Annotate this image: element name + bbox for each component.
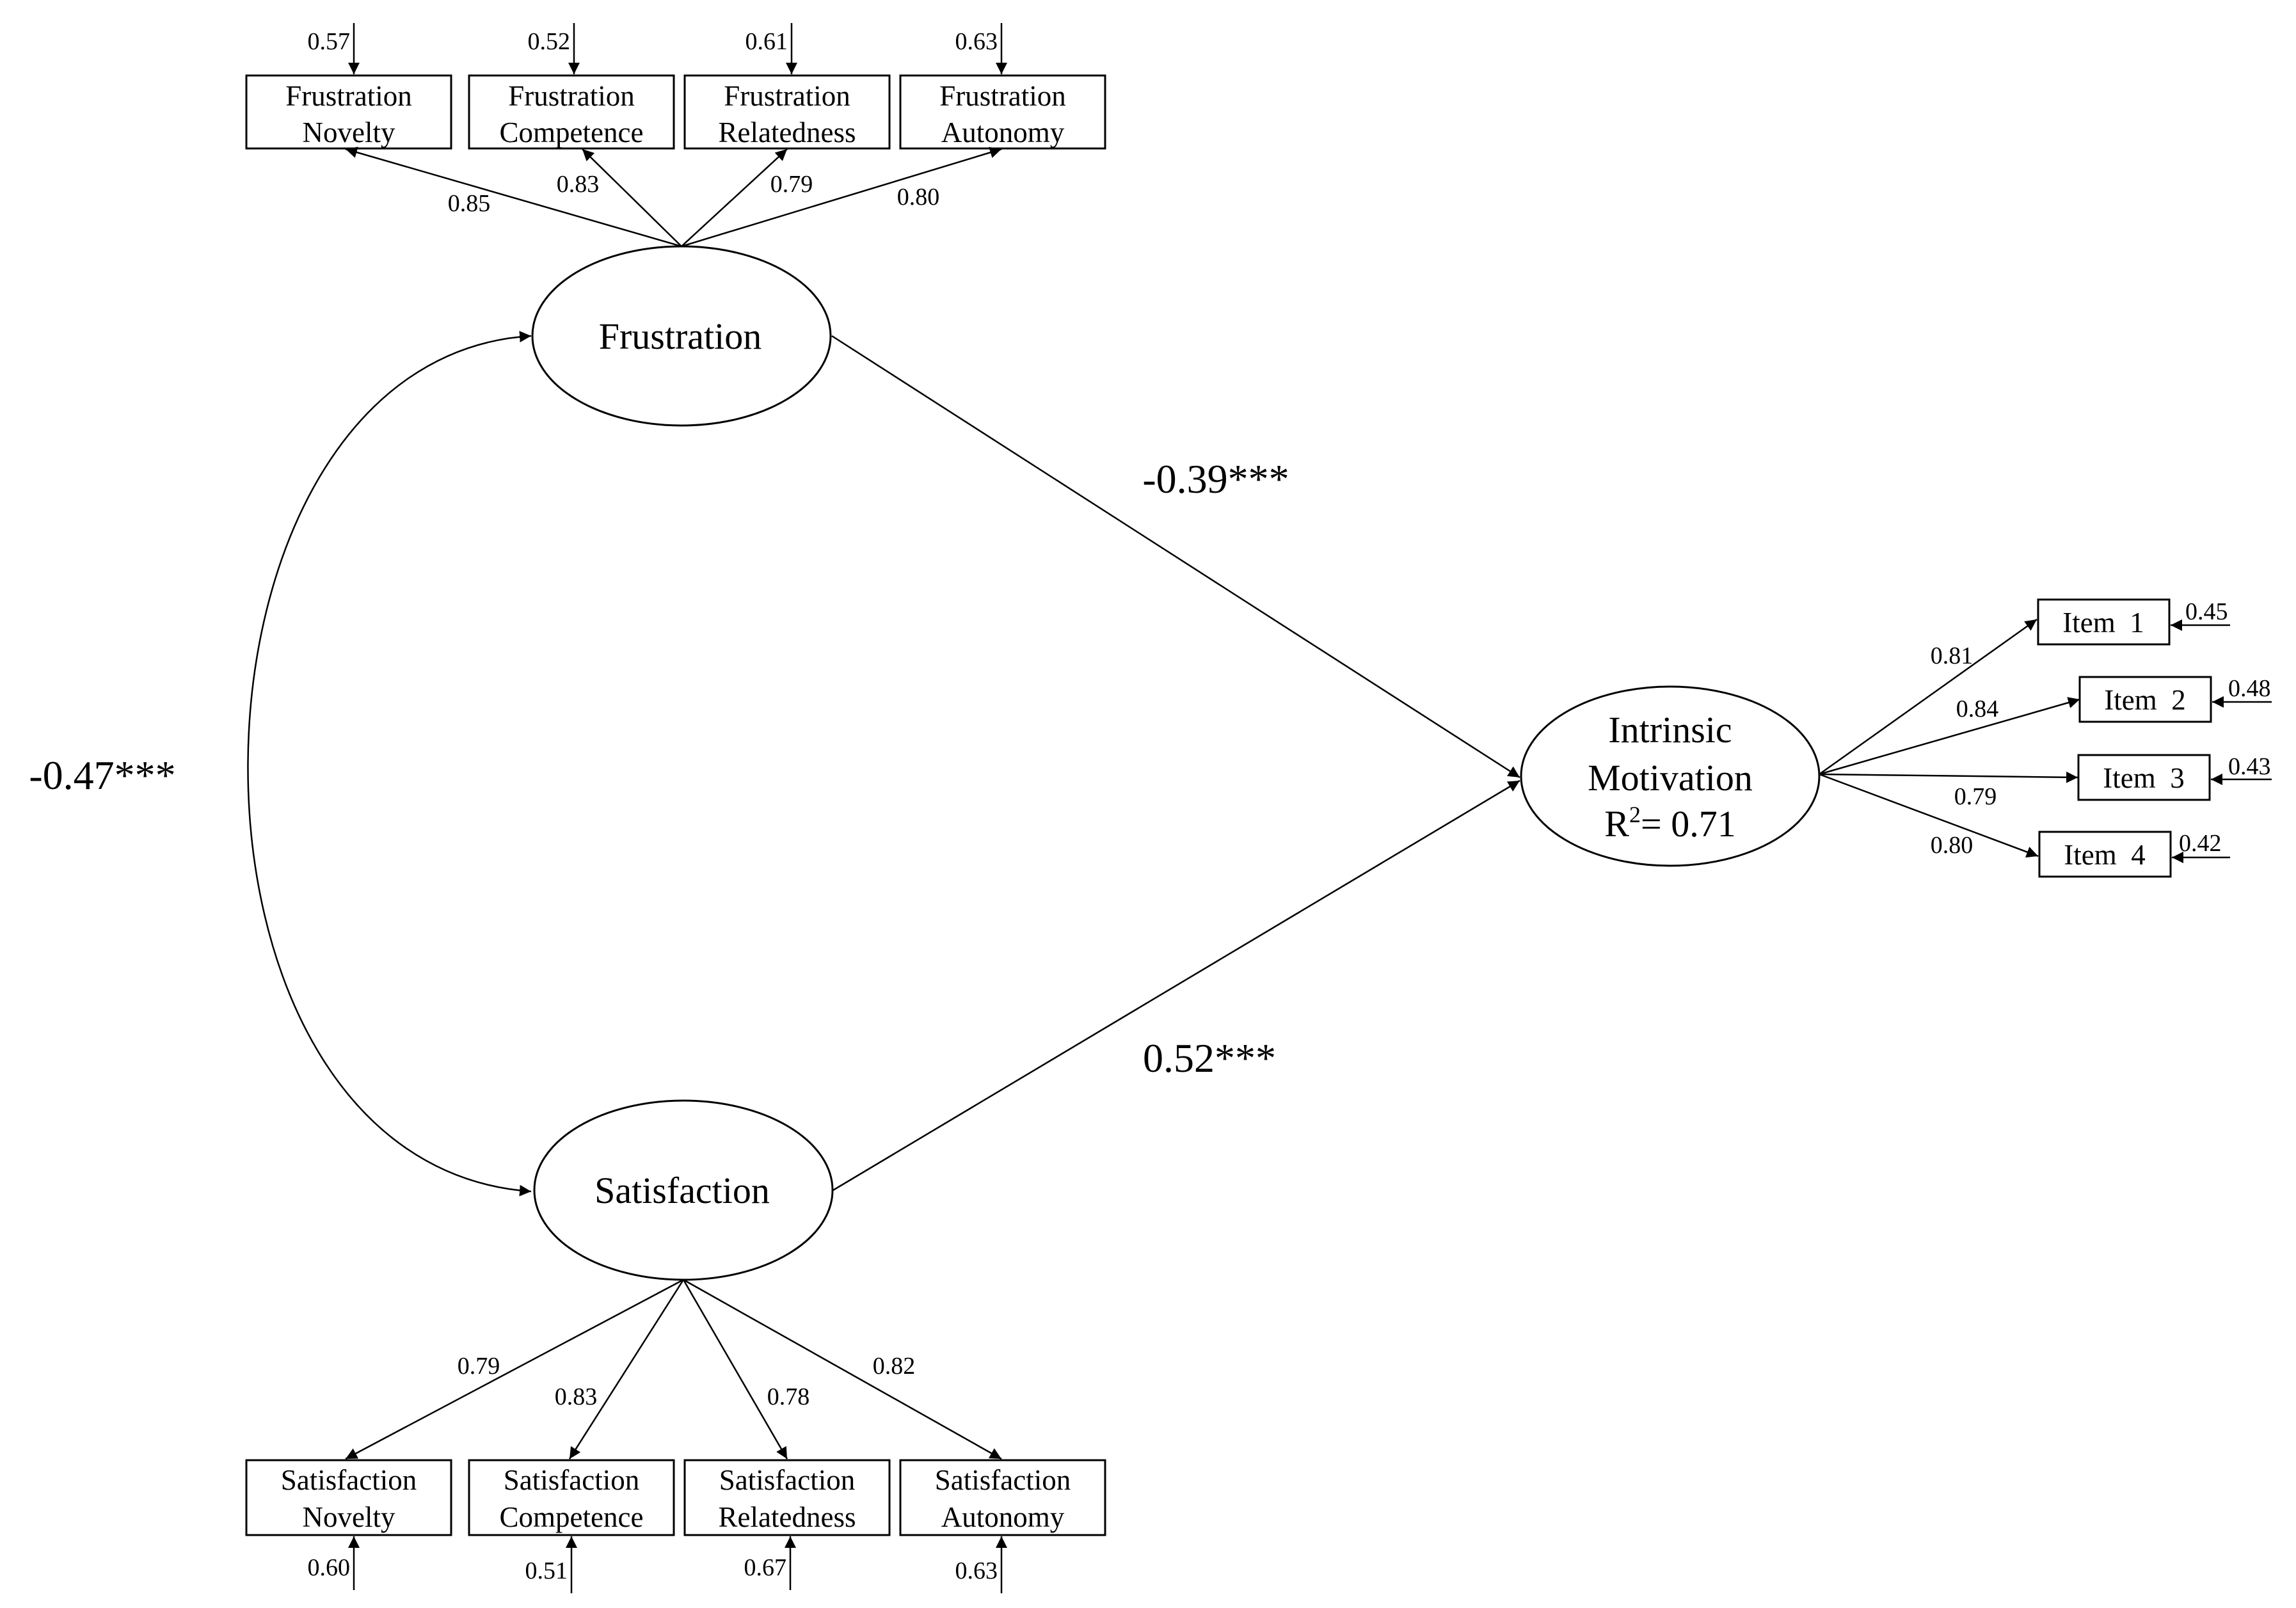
loading-label: 0.80 [1931, 832, 1973, 859]
latent-label-line2: Motivation [1588, 757, 1753, 799]
error-variance: 0.60 [308, 1554, 351, 1581]
satisfaction-indicator-autonomy: Satisfaction Autonomy 0.63 [899, 1459, 1106, 1593]
satisfaction-indicator-competence: Satisfaction Competence 0.51 [468, 1459, 675, 1593]
error-variance: 0.63 [955, 28, 998, 55]
box-label-line2: Autonomy [941, 1501, 1065, 1533]
loading-label: 0.78 [767, 1383, 810, 1410]
error-variance: 0.42 [2179, 830, 2222, 857]
motivation-loadings: 0.81 0.84 0.79 0.80 [1819, 618, 2080, 859]
path-coefficient-frustration: -0.39*** [1142, 456, 1289, 502]
loading-label: 0.79 [770, 171, 813, 198]
box-label-line2: Relatedness [719, 116, 856, 148]
box-label-line1: Satisfaction [504, 1464, 639, 1496]
error-variance: 0.61 [745, 28, 788, 55]
loading-label: 0.81 [1931, 642, 1973, 669]
latent-label: Frustration [599, 315, 762, 357]
satisfaction-indicator-novelty: Satisfaction Novelty 0.60 [245, 1459, 452, 1590]
item-label: Item 4 [2064, 839, 2145, 871]
box-label-line2: Novelty [303, 1501, 395, 1533]
error-variance: 0.43 [2228, 753, 2271, 780]
error-variance: 0.57 [308, 28, 351, 55]
motivation-item-1: Item 1 0.45 [2037, 598, 2230, 646]
box-label-line2: Competence [500, 116, 644, 148]
r-squared: R2= 0.71 [1604, 802, 1735, 845]
error-variance: 0.63 [955, 1557, 998, 1584]
loading-label: 0.79 [1954, 783, 1997, 810]
box-label-line2: Novelty [303, 116, 395, 148]
latent-label: Satisfaction [594, 1170, 770, 1211]
box-label-line1: Frustration [508, 80, 635, 112]
loading-label: 0.79 [458, 1353, 500, 1380]
path-coefficient-satisfaction: 0.52*** [1143, 1035, 1276, 1081]
error-variance: 0.45 [2185, 598, 2228, 625]
error-variance: 0.48 [2228, 675, 2271, 702]
item-label: Item 1 [2062, 607, 2144, 639]
item-label: Item 2 [2104, 684, 2185, 716]
frustration-loadings: 0.85 0.83 0.79 0.80 [345, 147, 1002, 248]
item-label: Item 3 [2103, 762, 2184, 794]
box-label-line1: Satisfaction [281, 1464, 417, 1496]
motivation-item-3: Item 3 0.43 [2077, 753, 2272, 801]
error-variance: 0.51 [525, 1557, 568, 1584]
satisfaction-latent: Satisfaction [533, 1099, 834, 1281]
satisfaction-loadings: 0.79 0.83 0.78 0.82 [345, 1278, 1002, 1460]
frustration-indicator-novelty: 0.57 Frustration Novelty [245, 23, 452, 150]
intrinsic-motivation-latent: Intrinsic Motivation R2= 0.71 [1520, 685, 1821, 867]
frustration-indicator-relatedness: 0.61 Frustration Relatedness [683, 23, 891, 150]
motivation-item-4: Item 4 0.42 [2038, 830, 2230, 878]
box-label-line2: Relatedness [719, 1501, 856, 1533]
loading-label: 0.83 [557, 171, 600, 198]
box-label-line2: Competence [500, 1501, 644, 1533]
loading-label: 0.83 [555, 1383, 598, 1410]
loading-label: 0.84 [1956, 696, 1999, 722]
covariance-path: -0.47*** [29, 331, 532, 1197]
loading-label: 0.85 [448, 190, 491, 217]
error-variance: 0.52 [528, 28, 571, 55]
box-label-line1: Frustration [939, 80, 1066, 112]
error-variance: 0.67 [744, 1554, 787, 1581]
loading-label: 0.80 [897, 184, 940, 211]
box-label-line2: Autonomy [941, 116, 1065, 148]
structural-paths: -0.39*** 0.52*** [831, 335, 1520, 1191]
covariance-label: -0.47*** [29, 752, 175, 798]
latent-label-line1: Intrinsic [1608, 709, 1732, 751]
loading-label: 0.82 [873, 1353, 916, 1380]
box-label-line1: Satisfaction [935, 1464, 1071, 1496]
frustration-indicator-autonomy: 0.63 Frustration Autonomy [899, 23, 1106, 150]
satisfaction-indicator-relatedness: Satisfaction Relatedness 0.67 [683, 1459, 891, 1590]
frustration-latent: Frustration [531, 245, 832, 427]
frustration-indicator-competence: 0.52 Frustration Competence [468, 23, 675, 150]
box-label-line1: Frustration [285, 80, 412, 112]
box-label-line1: Satisfaction [719, 1464, 855, 1496]
box-label-line1: Frustration [724, 80, 850, 112]
motivation-item-2: Item 2 0.48 [2078, 675, 2272, 723]
